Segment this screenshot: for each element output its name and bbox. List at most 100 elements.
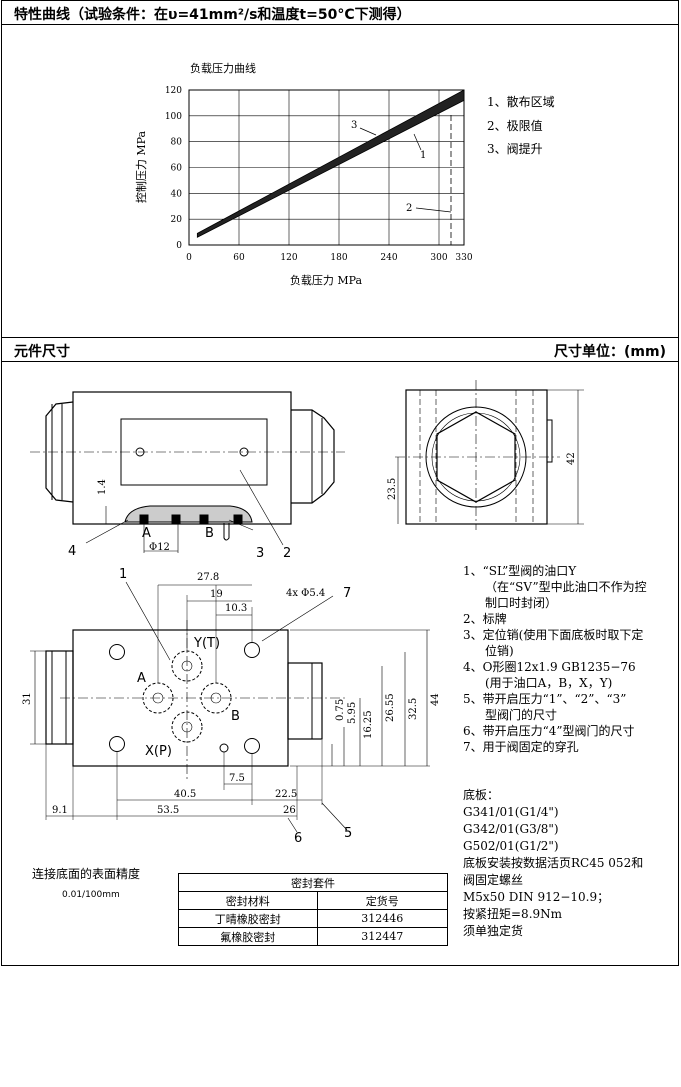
locating-pin	[223, 523, 230, 541]
callout-side-4: 4	[68, 544, 77, 559]
order-number: 312446	[316, 909, 449, 928]
dim-53-5: 53.5	[157, 805, 180, 816]
callout-line-3	[359, 127, 377, 136]
curve-section-title: 特性曲线（试验条件：在υ=41mm²/s和温度t=50°C下测得）	[14, 7, 411, 23]
x-axis-label: 负载压力 MPa	[290, 273, 363, 287]
dim-9-1: 9.1	[52, 805, 68, 816]
callout-plan-1: 1	[119, 567, 128, 582]
seal-table-title: 密封套件	[178, 873, 448, 892]
seal-kit-table: 密封套件 密封材料 定货号 丁晴橡胶密封 312446 氟橡胶密封 312447	[178, 873, 449, 946]
note-line: 2、标牌	[463, 612, 507, 626]
y-tick-labels: 0 20 40 60 80 100 120	[165, 86, 182, 251]
callout-3: 3	[351, 120, 357, 131]
note-line: 制口时封闭）	[485, 596, 558, 610]
scatter-band	[196, 89, 465, 238]
dim-31: 31	[22, 692, 33, 705]
x-tick-label: 240	[380, 253, 397, 263]
y-axis-label: 控制压力 MPa	[134, 130, 148, 203]
note-line: (用于油口A，B，X，Y)	[485, 676, 613, 690]
dim-23-5: 23.5	[387, 477, 398, 500]
note-line: 7、用于阀固定的穿孔	[463, 740, 579, 754]
side-view	[30, 391, 345, 553]
note-line: 1、“SL”型阀的油口Y	[463, 564, 577, 578]
dim-32-5: 32.5	[408, 697, 419, 720]
baseplate-line: G342/01(G3/8")	[463, 822, 559, 836]
note-line: 5、带开启压力“1”、“2”、“3”	[463, 692, 627, 706]
dims-section-header: 元件尺寸 尺寸单位：(mm)	[2, 337, 678, 362]
table-row: 氟橡胶密封 312447	[178, 927, 449, 946]
oring-a	[139, 514, 149, 524]
mount-hole-bl	[109, 736, 125, 752]
dim-5-95: 5.95	[347, 701, 358, 724]
surface-finish-value: 0.01/100mm	[62, 890, 120, 900]
y-tick-label: 100	[165, 112, 182, 122]
notes-list: 1、“SL”型阀的油口Y （在“SV”型中此油口不作为控 制口时封闭） 2、标牌…	[463, 563, 647, 755]
mount-hole-tr	[244, 642, 260, 658]
port-y-label: Y(T)	[194, 636, 221, 651]
y-tick-label: 0	[176, 241, 182, 251]
curve-section-header: 特性曲线（试验条件：在υ=41mm²/s和温度t=50°C下测得）	[2, 1, 678, 25]
dim-10-3: 10.3	[225, 603, 248, 614]
y-tick-label: 120	[165, 86, 182, 96]
dim-holes: 4x Φ5.4	[286, 588, 326, 599]
seal-material: 丁晴橡胶密封	[178, 909, 318, 928]
note-line: 4、O形圈12x1.9 GB1235−76	[463, 660, 636, 674]
dim-27-8: 27.8	[197, 572, 220, 583]
callout-plan-7: 7	[343, 586, 352, 601]
dim-26: 26	[283, 805, 296, 816]
pin-hole-plan	[219, 743, 229, 753]
callout-line-1	[413, 133, 422, 151]
note-line: 3、定位销(使用下面底板时取下定	[463, 628, 644, 642]
port-a-label: A	[137, 671, 146, 686]
dim-42: 42	[566, 452, 577, 465]
dimension-drawings	[30, 380, 584, 833]
seal-region	[124, 505, 253, 523]
baseplate-line: G502/01(G1/2")	[463, 839, 559, 853]
oring-b	[171, 514, 181, 524]
baseplate-line: G341/01(G1/4")	[463, 805, 559, 819]
dim-22-5: 22.5	[275, 789, 298, 800]
y-tick-label: 40	[171, 189, 183, 199]
dim-1-4: 1.4	[97, 479, 108, 495]
x-tick-label: 330	[455, 253, 472, 263]
baseplate-line: M5x50 DIN 912−10.9；	[463, 890, 610, 904]
note-line: 位销)	[485, 644, 514, 658]
port-b-label: B	[231, 709, 240, 724]
callout-line-2	[415, 207, 452, 213]
dim-26-55: 26.55	[385, 693, 396, 722]
callout-side-3: 3	[256, 546, 265, 561]
baseplate-line: 须单独定货	[463, 924, 524, 938]
y-tick-label: 20	[171, 215, 183, 225]
mount-hole-tl	[109, 644, 125, 660]
mount-hole-br	[244, 738, 260, 754]
baseplate-line: 底板：	[463, 788, 500, 802]
note-line: （在“SV”型中此油口不作为控	[485, 580, 647, 594]
callout-1: 1	[420, 150, 426, 161]
units-label: 尺寸单位：(mm)	[554, 344, 666, 360]
legend-2: 2、极限值	[487, 118, 543, 133]
note-line: 6、带开启压力“4”型阀门的尺寸	[463, 724, 635, 738]
baseplate-line: 按紧扭矩=8.9Nm	[463, 907, 563, 921]
seal-table-header: 定货号	[316, 891, 449, 910]
dim-40-5: 40.5	[174, 789, 197, 800]
oring-y	[233, 514, 243, 524]
legend-3: 3、阀提升	[487, 141, 543, 156]
end-view	[395, 380, 584, 530]
chart-title: 负载压力曲线	[190, 61, 256, 75]
y-tick-label: 60	[171, 164, 183, 174]
dim-7-5: 7.5	[229, 773, 245, 784]
x-tick-label: 0	[186, 253, 192, 263]
baseplate-line: 底板安装按数据活页RC45 052和	[463, 856, 644, 870]
dims-section-title: 元件尺寸	[14, 344, 70, 360]
x-tick-label: 120	[280, 253, 297, 263]
surface-finish-title: 连接底面的表面精度	[32, 867, 141, 881]
plan-view	[30, 581, 430, 833]
order-number: 312447	[316, 927, 449, 946]
legend-1: 1、散布区域	[487, 94, 555, 109]
dim-19: 19	[210, 589, 223, 600]
y-tick-label: 80	[171, 138, 183, 148]
seal-material: 氟橡胶密封	[178, 927, 318, 946]
dim-phi12: Φ12	[149, 542, 170, 553]
oring-x	[199, 514, 209, 524]
